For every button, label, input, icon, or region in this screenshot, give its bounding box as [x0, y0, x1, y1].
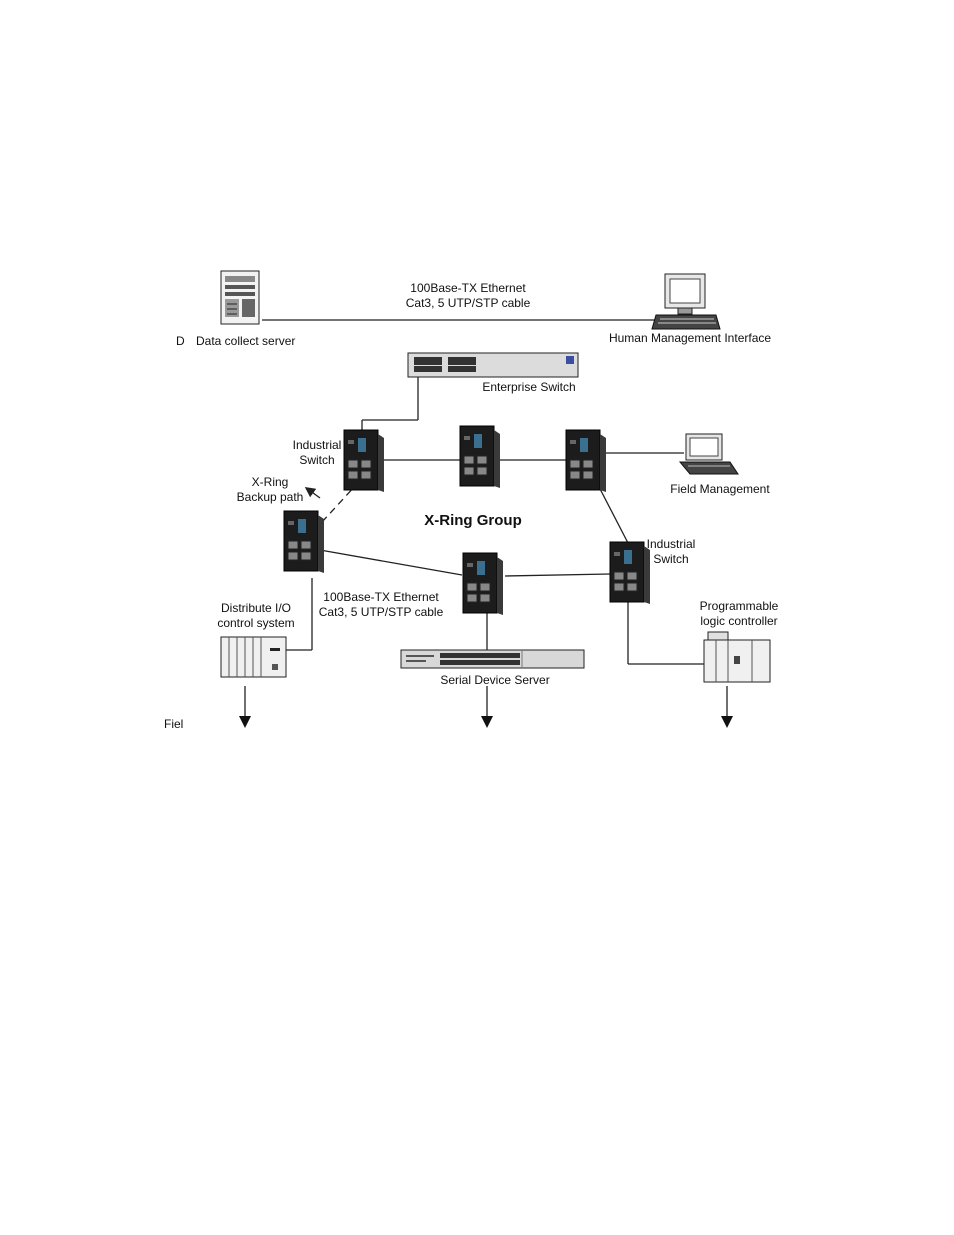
data-collect-prefix: D — [176, 334, 185, 348]
desktop-computer-icon — [651, 273, 721, 330]
distribute-io-label-2: control system — [217, 616, 294, 630]
backup-arrow — [304, 486, 321, 499]
xring-backup-label-1: X-Ring — [252, 475, 289, 489]
field-arrows — [239, 686, 733, 728]
top-cable-label-1: 100Base-TX Ethernet — [410, 281, 526, 295]
industrial-switch-left — [283, 510, 325, 574]
industrial-switch-right — [609, 541, 651, 605]
field-arrow-serial-head — [481, 716, 493, 728]
industrial-switch-label-1b: Switch — [299, 453, 334, 467]
hmi-label: Human Management Interface — [609, 331, 771, 345]
connections — [262, 319, 704, 665]
mid-cable-label-1: 100Base-TX Ethernet — [323, 590, 439, 604]
enterprise-switch-label: Enterprise Switch — [482, 380, 575, 394]
field-arrow-io-head — [239, 716, 251, 728]
wire-ring-bottom-1 — [319, 549, 463, 576]
plc-label-1: Programmable — [700, 599, 779, 613]
field-arrow-plc-head — [721, 716, 733, 728]
industrial-switch-top-middle — [459, 425, 501, 489]
industrial-switch-top-right — [565, 429, 607, 493]
laptop-icon — [678, 433, 739, 475]
rack-switch-icon — [407, 352, 579, 378]
serial-device-server-label: Serial Device Server — [440, 673, 549, 687]
mid-cable-label-2: Cat3, 5 UTP/STP cable — [319, 605, 444, 619]
distribute-io-label-1: Distribute I/O — [221, 601, 291, 615]
industrial-switch-bottom-middle — [462, 552, 504, 616]
xring-backup-path — [321, 484, 357, 523]
plc-label-2: logic controller — [700, 614, 777, 628]
plc-icon — [703, 631, 771, 683]
industrial-switch-top-left — [343, 429, 385, 493]
server-tower-icon — [220, 270, 260, 325]
serial-server-icon — [400, 649, 585, 669]
field-label: Fiel — [164, 717, 183, 731]
xring-backup-label-2: Backup path — [237, 490, 304, 504]
industrial-switch-label-2b: Switch — [653, 552, 688, 566]
field-management-label: Field Management — [670, 482, 770, 496]
top-cable-label-2: Cat3, 5 UTP/STP cable — [406, 296, 531, 310]
io-module-icon — [220, 636, 287, 678]
industrial-switch-label-1a: Industrial — [293, 438, 342, 452]
wire-ring-bottom-2 — [504, 573, 611, 577]
data-collect-server-label: Data collect server — [196, 334, 295, 348]
xring-group-label: X-Ring Group — [424, 512, 522, 529]
wire-ring-right — [597, 484, 629, 544]
industrial-switch-label-2a: Industrial — [647, 537, 696, 551]
